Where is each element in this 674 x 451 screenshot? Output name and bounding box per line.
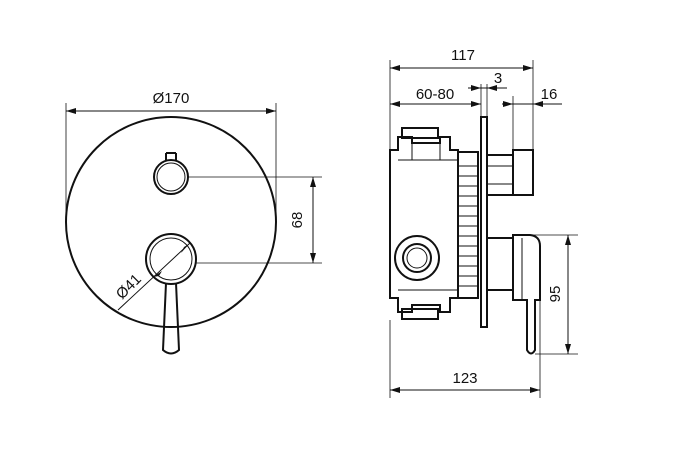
dim-lever-height: 95 <box>530 234 578 355</box>
dim-knob-spacing: 68 <box>187 176 322 264</box>
cover-plate-side <box>480 116 488 328</box>
knob-spacing-label: 68 <box>289 212 306 229</box>
lever-side <box>486 234 541 355</box>
rough-in-box <box>389 127 459 320</box>
front-view: Ø170 68 Ø41 <box>65 90 322 355</box>
plate-diameter-label: Ø170 <box>153 90 190 107</box>
inlet-fitting <box>394 235 440 281</box>
plate-thickness-label: 3 <box>494 70 502 87</box>
dim-plate-thickness: 3 <box>468 70 507 91</box>
dim-wall-depth: 60-80 <box>390 84 488 117</box>
diverter-spindle <box>486 149 534 196</box>
side-view: 117 60-80 3 16 <box>389 47 578 398</box>
dim-total-depth: 117 <box>389 47 534 150</box>
cover-plate <box>65 116 277 328</box>
mixer-lever <box>145 233 197 355</box>
diverter-knob <box>153 152 189 195</box>
lever-diameter-label: Ø41 <box>113 271 145 303</box>
lever-height-label: 95 <box>547 286 564 303</box>
dim-lever-depth: 123 <box>389 300 541 398</box>
wall-depth-label: 60-80 <box>416 86 454 103</box>
threaded-extension <box>457 151 479 299</box>
knob-projection-label: 16 <box>541 86 558 103</box>
lever-depth-label: 123 <box>452 370 477 387</box>
dim-plate-diameter: Ø170 <box>65 90 277 215</box>
total-depth-label: 117 <box>451 47 475 64</box>
dim-knob-projection: 16 <box>502 86 562 152</box>
dim-lever-diameter: Ø41 <box>113 242 191 311</box>
